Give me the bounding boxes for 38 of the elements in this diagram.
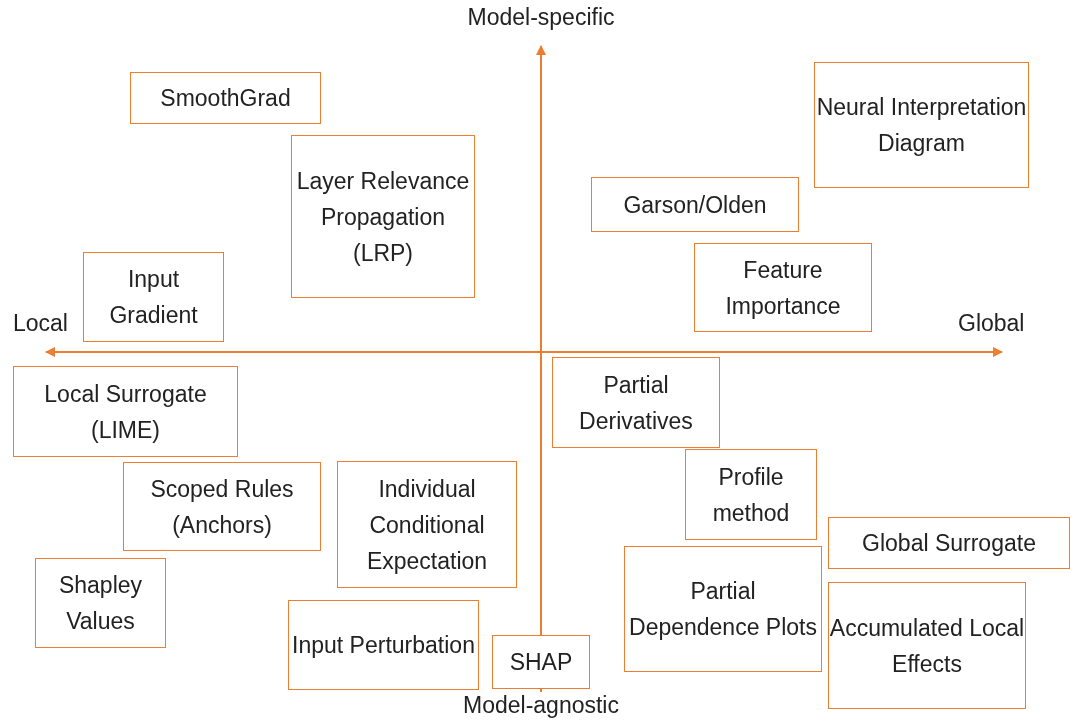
axis-label: Local — [13, 310, 68, 337]
method-box — [13, 366, 238, 457]
method-label: Local Surrogate (LIME) — [43, 379, 208, 445]
method-label: Partial Derivatives — [578, 370, 694, 436]
method-label: Profile method — [711, 462, 791, 528]
method-label: Global Surrogate — [862, 529, 1036, 558]
axis-label: Model-agnostic — [463, 692, 619, 719]
method-box — [552, 357, 720, 448]
method-box — [35, 558, 166, 648]
method-box — [337, 461, 517, 588]
method-label: Accumulated Local Effects — [829, 613, 1025, 679]
method-label: Feature Importance — [724, 255, 842, 321]
method-box — [288, 600, 479, 690]
method-box — [814, 62, 1029, 188]
method-box — [123, 462, 321, 551]
method-box — [492, 635, 590, 689]
method-box — [83, 252, 224, 342]
method-label: Shapley Values — [57, 571, 144, 636]
method-label: Scoped Rules (Anchors) — [149, 474, 295, 540]
method-box — [828, 582, 1026, 709]
method-label: Neural Interpretation Diagram — [815, 93, 1028, 158]
method-label: Individual Conditional Expectation — [365, 474, 489, 576]
axis-label: Global — [958, 310, 1025, 337]
method-label: Partial Dependence Plots — [628, 577, 818, 642]
method-box — [291, 135, 475, 298]
method-box — [694, 243, 872, 332]
method-box — [828, 517, 1070, 569]
method-label: Input Gradient — [108, 265, 199, 330]
method-label: Garson/Olden — [623, 190, 767, 220]
method-label: Input Perturbation — [292, 631, 475, 660]
method-box — [685, 449, 817, 540]
method-box — [591, 177, 799, 232]
method-label: SmoothGrad — [160, 84, 291, 113]
axis-label: Model-specific — [467, 4, 615, 31]
method-box — [130, 72, 321, 124]
method-label: SHAP — [509, 648, 573, 677]
method-box — [624, 546, 822, 672]
method-label: Layer Relevance Propagation (LRP) — [295, 166, 471, 268]
